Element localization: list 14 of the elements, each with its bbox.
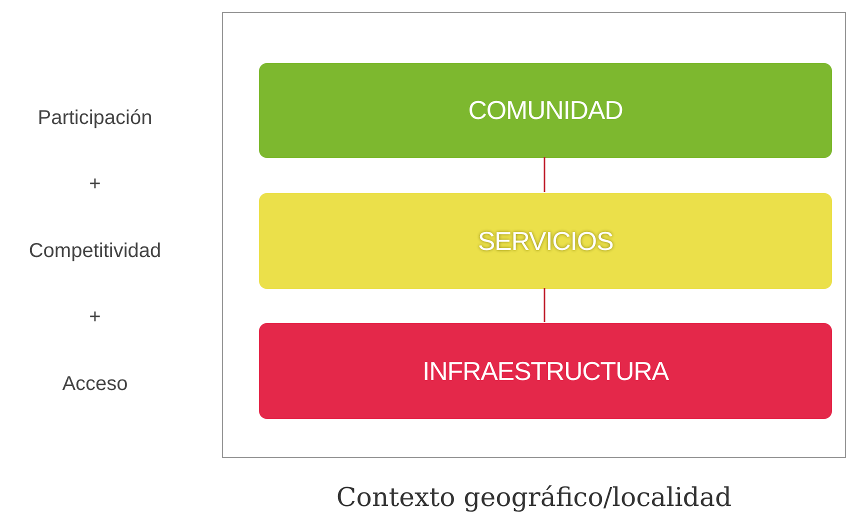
layer-box [259, 63, 832, 158]
frame-label: Contexto geográfico/localidad [335, 482, 733, 515]
layer-label: INFRAESTRUCTURA [422, 354, 668, 388]
connector-line [544, 288, 546, 322]
connector-line [544, 157, 546, 192]
layer-box [259, 323, 832, 419]
factor-label: Acceso [61, 372, 129, 397]
layer-box [259, 193, 832, 289]
plus-sign: + [88, 305, 102, 330]
layer-label: COMUNIDAD [468, 94, 623, 127]
layer-label: SERVICIOS [478, 224, 614, 258]
plus-sign: + [88, 172, 102, 197]
factor-label: Participación [36, 106, 154, 131]
factor-label: Competitividad [28, 239, 162, 264]
